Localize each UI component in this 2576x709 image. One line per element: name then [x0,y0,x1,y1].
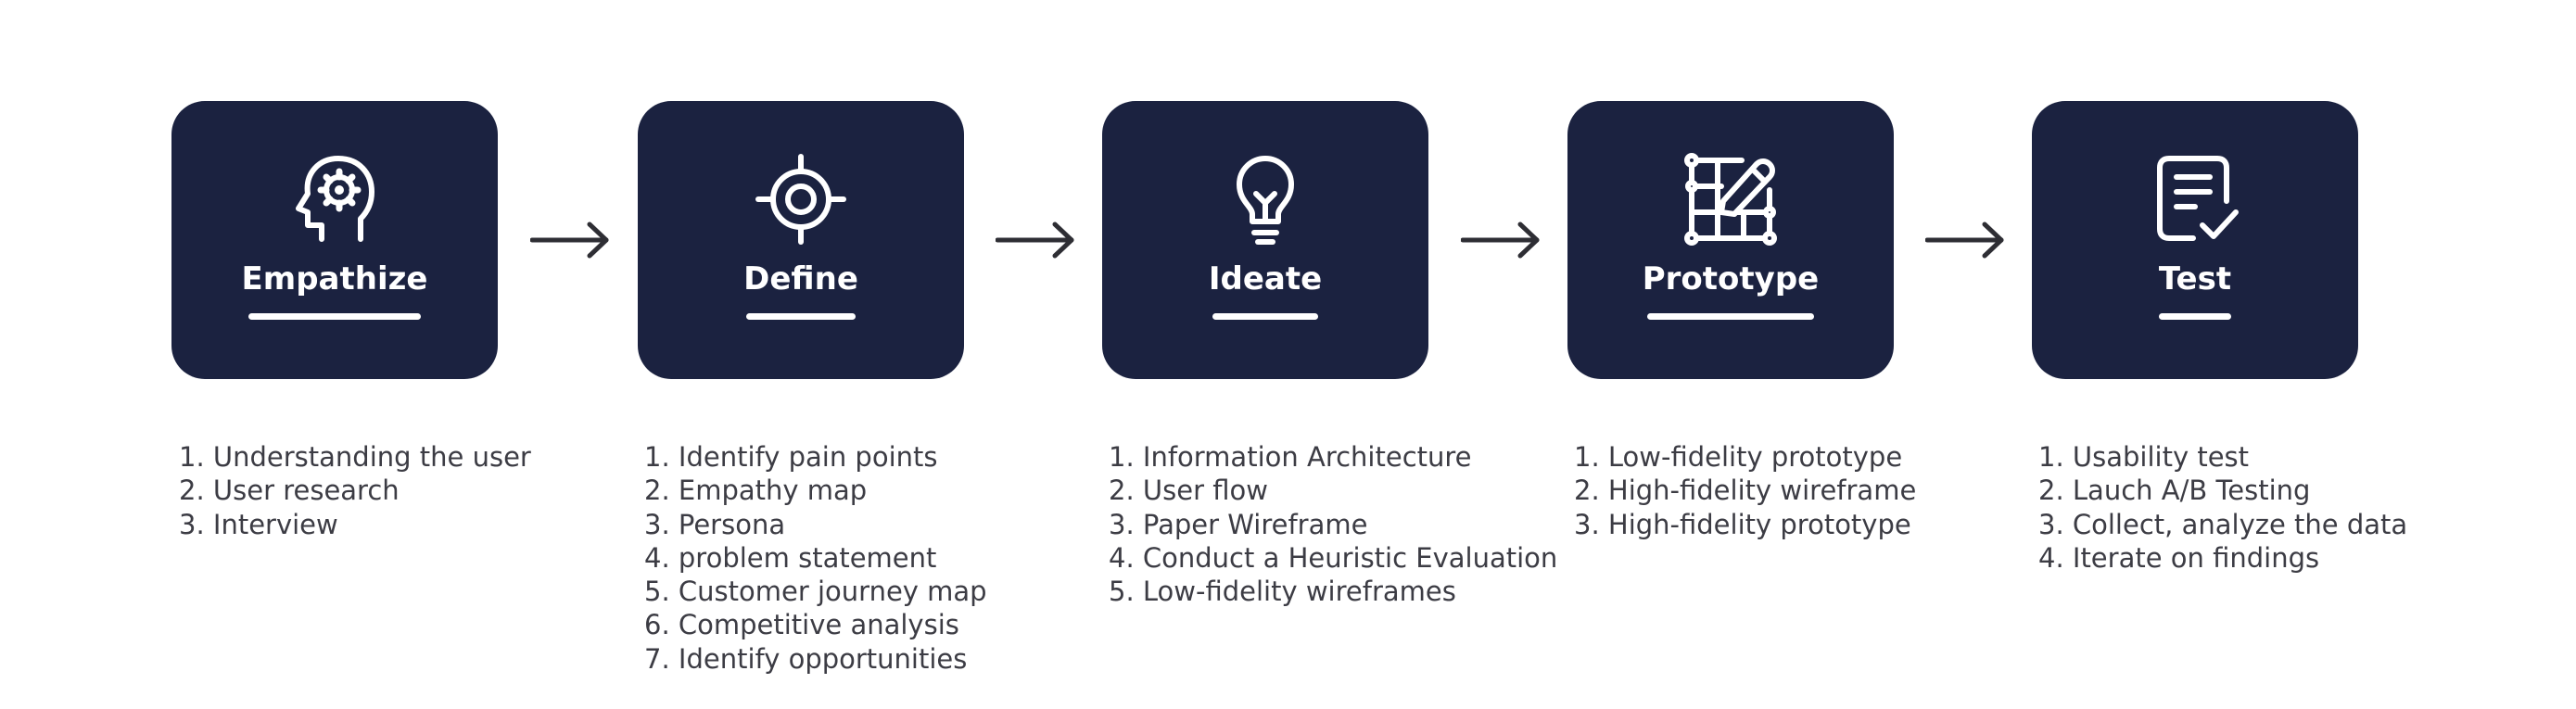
list-item: 3. High-fidelity prototype [1574,508,1911,540]
list-item: 2. Empathy map [644,475,868,507]
list-item: 2. User research [179,475,400,507]
list-item: 3. Persona [644,508,786,540]
list-item: 4. Iterate on findings [2038,541,2320,574]
title-underline [1647,313,1814,320]
stage-title-empathize: Empathize [241,260,428,298]
stage-card-test: Test [2032,101,2358,379]
list-item: 3. Interview [179,508,338,540]
steps-list-define: 1. Identify pain points 2. Empathy map 3… [644,440,987,676]
stage-card-empathize: Empathize [171,101,498,379]
head-gear-icon [288,153,381,246]
stage-card-ideate: Ideate [1102,101,1428,379]
stage-title-test: Test [2158,260,2232,298]
list-item: 1. Low-fidelity prototype [1574,441,1903,473]
list-item: 2. Lauch A/B Testing [2038,475,2311,507]
list-item: 7. Identify opportunities [644,642,968,675]
list-item: 4. Conduct a Heuristic Evaluation [1109,541,1558,574]
title-underline [2159,313,2231,320]
stage-title-ideate: Ideate [1208,260,1323,298]
list-item: 5. Customer journey map [644,576,987,608]
checklist-icon [2149,153,2241,246]
arrow-right-icon [996,217,1075,263]
stage-title-prototype: Prototype [1642,260,1820,298]
list-item: 1. Usability test [2038,441,2250,473]
list-item: 1. Understanding the user [179,441,531,473]
list-item: 3. Collect, analyze the data [2038,508,2408,540]
list-item: 2. User flow [1109,475,1268,507]
target-icon [755,153,847,246]
stage-card-prototype: Prototype [1567,101,1894,379]
title-underline [248,313,421,320]
list-item: 5. Low-fidelity wireframes [1109,576,1456,608]
steps-list-test: 1. Usability test 2. Lauch A/B Testing 3… [2038,440,2407,575]
stage-title-define: Define [743,260,858,298]
lightbulb-icon [1219,153,1312,246]
list-item: 4. problem statement [644,541,937,574]
steps-list-prototype: 1. Low-fidelity prototype 2. High-fideli… [1574,440,1916,541]
arrow-right-icon [1925,217,2005,263]
steps-list-empathize: 1. Understanding the user 2. User resear… [179,440,531,541]
arrow-right-icon [530,217,610,263]
list-item: 3. Paper Wireframe [1109,508,1368,540]
wireframe-pencil-icon [1684,153,1777,246]
steps-list-ideate: 1. Information Architecture 2. User flow… [1109,440,1557,608]
list-item: 6. Competitive analysis [644,609,959,641]
arrow-right-icon [1461,217,1541,263]
list-item: 1. Identify pain points [644,441,938,473]
title-underline [1212,313,1318,320]
list-item: 2. High-fidelity wireframe [1574,475,1917,507]
list-item: 1. Information Architecture [1109,441,1472,473]
stage-card-define: Define [638,101,964,379]
title-underline [746,313,856,320]
